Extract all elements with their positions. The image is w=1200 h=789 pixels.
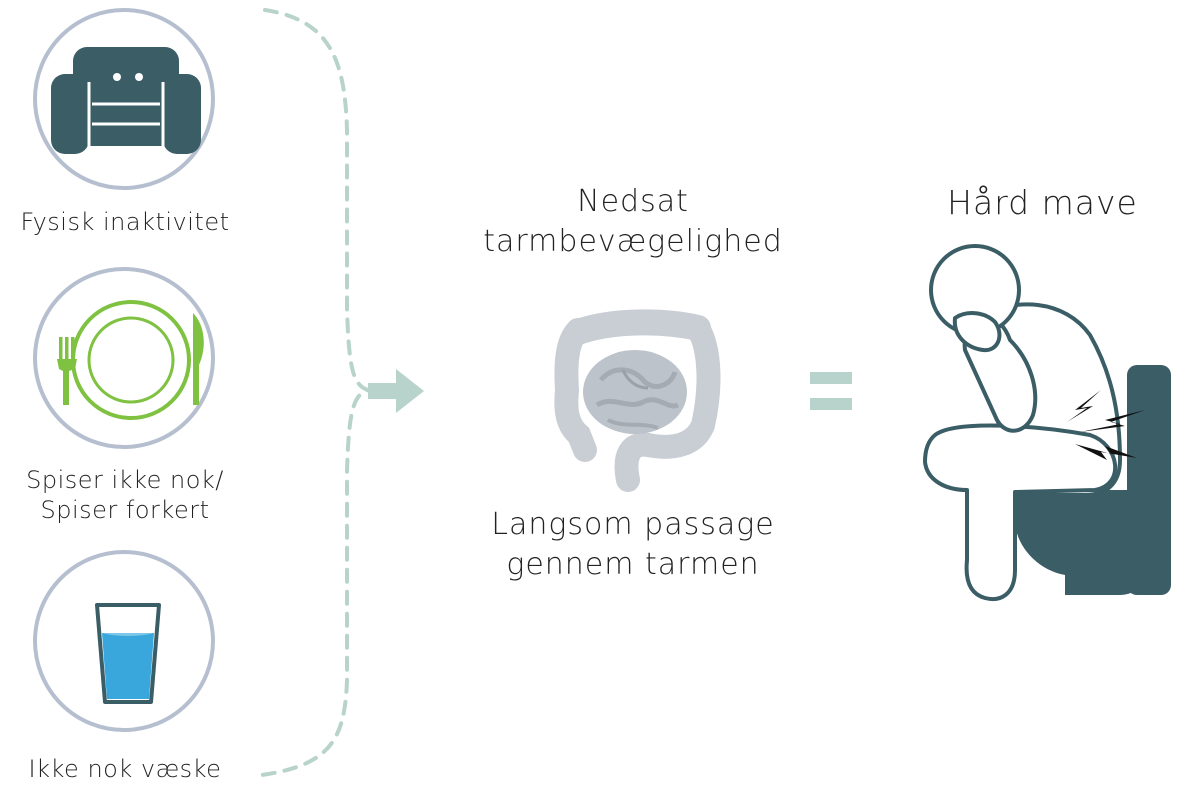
armchair-icon <box>51 47 201 154</box>
cause-label-inactivity: Fysisk inaktivitet <box>20 208 230 236</box>
intestine-icon <box>554 309 721 492</box>
cause-label-diet-line1: Spiser ikke nok/ <box>26 466 224 494</box>
connector-brace <box>260 8 375 777</box>
cause-circle-fluids <box>33 550 215 732</box>
middle-bottom-line2: gennem tarmen <box>506 547 760 582</box>
plate-cutlery-icon <box>57 300 204 420</box>
cause-label-fluids: Ikke nok væske <box>28 755 222 783</box>
middle-top-line2: tarmbevægelighed <box>483 224 783 259</box>
person-on-toilet-icon <box>923 244 1171 601</box>
cause-label-diet-line2: Spiser forkert <box>40 496 210 524</box>
arrow-right-icon <box>368 369 424 413</box>
equals-sign <box>810 372 852 412</box>
middle-bottom-line1: Langsom passage <box>491 507 775 542</box>
cause-circle-inactivity <box>33 8 215 190</box>
result-title: Hård mave <box>947 183 1138 222</box>
water-glass-icon <box>95 603 161 704</box>
cause-circle-diet <box>33 267 215 449</box>
middle-top-line1: Nedsat <box>577 184 689 219</box>
